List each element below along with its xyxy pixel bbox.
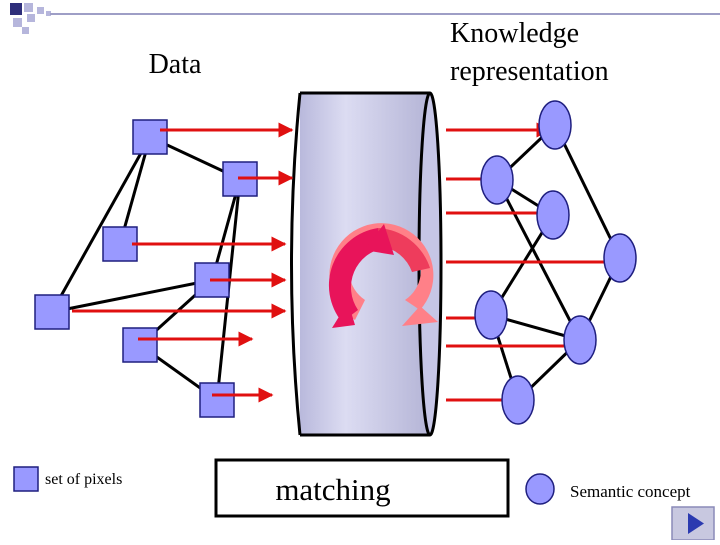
semantic-concept-node [563,315,597,365]
pixel-set-node [132,119,168,155]
legend-concept-label: Semantic concept [570,482,691,501]
pixel-set-node [34,294,70,330]
semantic-concept-node [474,290,508,340]
next-slide-arrow-icon[interactable] [688,513,704,534]
semantic-concept-node [480,155,514,205]
data-to-matching-arrows [72,122,294,403]
knowledge-title-line1: Knowledge [450,18,579,49]
legend-pixels-label: set of pixels [45,471,122,488]
legend-pixels: set of pixels [13,466,122,492]
semantic-concept-node [603,233,637,283]
legend-ellipse-icon [525,473,555,505]
knowledge-title-line2: representation [450,56,609,87]
legend-square-icon [13,466,39,492]
next-slide-button[interactable] [671,506,715,541]
matching-cylinder [290,91,443,437]
squares-logo-icon [10,3,51,34]
pixel-set-node [122,327,158,363]
pixel-set-node [102,226,138,262]
matching-label: matching [275,472,390,507]
semantic-concept-node [538,100,572,150]
legend-concept: Semantic concept [525,473,691,505]
semantic-concept-node [501,375,535,425]
cycle-arrows-icon [328,223,438,328]
data-title: Data [149,49,202,80]
semantic-concept-node [536,190,570,240]
pixel-set-node [199,382,235,418]
matching-box: matching [214,458,510,518]
